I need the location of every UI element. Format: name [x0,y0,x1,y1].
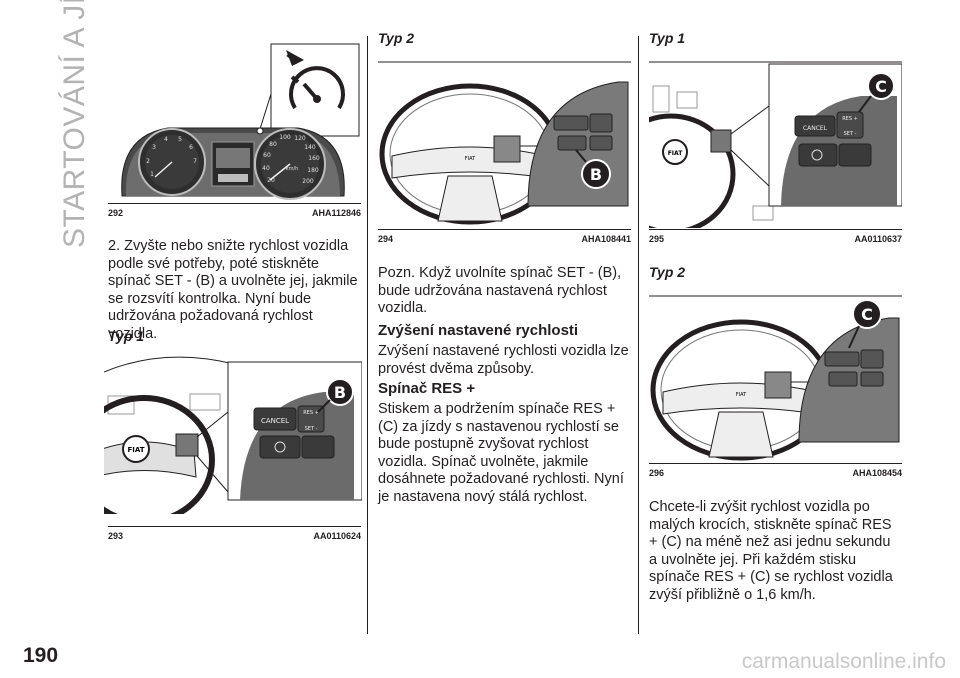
svg-text:B: B [590,165,602,184]
svg-text:B: B [334,383,346,402]
svg-text:2: 2 [146,158,150,165]
svg-text:160: 160 [308,155,320,162]
page-number: 190 [23,644,59,667]
svg-text:C: C [875,77,887,96]
svg-text:120: 120 [294,135,306,142]
svg-text:CANCEL: CANCEL [803,125,828,132]
column-rule-1 [367,36,368,634]
svg-text:SET -: SET - [305,426,318,432]
column-rule-2 [638,36,639,634]
figure-293-caption-rule [108,526,361,527]
svg-text:km/h: km/h [286,166,299,172]
figure-292-caption-rule [108,203,361,204]
figure-293-steering-switch: FIAT CANCEL RES + SET - B [104,352,362,514]
svg-text:40: 40 [262,165,270,172]
svg-text:5: 5 [178,136,182,143]
figure-294-caption: 294 AHA108441 [378,234,631,244]
figure-296-caption-rule [649,463,902,464]
svg-text:80: 80 [269,141,277,148]
svg-text:1: 1 [150,171,154,178]
figure-code: AHA108454 [852,468,902,478]
svg-text:CANCEL: CANCEL [261,417,289,425]
col2-intro: Zvýšení nastavené rychlosti vozidla lze … [378,343,629,377]
svg-text:6: 6 [189,144,193,151]
svg-text:SET -: SET - [844,131,857,137]
col3-type2-heading: Typ 2 [649,264,686,280]
figure-295-caption-rule [649,229,902,230]
figure-296-caption: 296 AHA108454 [649,468,902,478]
svg-text:FIAT: FIAT [127,446,144,454]
svg-text:7: 7 [193,158,197,165]
col1-type1-heading: Typ 1 [108,328,145,344]
figure-number: 294 [378,234,394,244]
figure-number: 296 [649,468,665,478]
svg-text:FIAT: FIAT [668,150,684,157]
svg-text:20: 20 [267,177,275,184]
figure-296-steering-wheel: FIAT C [649,290,902,462]
figure-294-caption-rule [378,229,631,230]
section-title: STARTOVÁNÍ A JÍZDA [58,0,91,248]
col2-heading: Zvýšení nastavené rychlosti [378,322,579,339]
figure-292-caption: 292 AHA112846 [108,208,361,218]
col2-note: Pozn. Když uvolníte spínač SET - (B), bu… [378,265,622,317]
svg-text:RES +: RES + [303,410,319,416]
col2-paragraph: Stiskem a podržením spínače RES + (C) za… [378,401,624,505]
figure-code: AA0110624 [313,531,361,541]
figure-code: AHA108441 [581,234,631,244]
col2-subheading: Spínač RES + [378,380,476,397]
figure-code: AA0110637 [854,234,902,244]
figure-number: 293 [108,531,124,541]
figure-293-caption: 293 AA0110624 [108,531,361,541]
figure-295-steering-switch: FIAT CANCEL RES + SET - C [649,56,902,228]
svg-text:140: 140 [304,144,316,151]
figure-number: 292 [108,208,124,218]
svg-text:180: 180 [307,167,319,174]
col1-paragraph: 2. Zvyšte nebo snižte rychlost vozidla p… [108,238,358,342]
svg-text:FIAT: FIAT [736,392,747,398]
col3-type1-heading: Typ 1 [649,30,686,46]
svg-text:60: 60 [263,152,271,159]
cruise-control-icon [286,50,345,110]
svg-text:100: 100 [279,134,291,141]
svg-text:4: 4 [164,136,168,143]
svg-text:RES +: RES + [842,116,858,122]
svg-text:FIAT: FIAT [465,156,476,162]
figure-code: AHA112846 [311,208,361,218]
svg-text:3: 3 [152,144,156,151]
watermark: carmanualsonline.info [741,650,946,673]
col2-type2-heading: Typ 2 [378,30,415,46]
figure-294-steering-wheel: FIAT B [378,56,631,228]
svg-text:C: C [861,305,873,324]
figure-295-caption: 295 AA0110637 [649,234,902,244]
col3-paragraph: Chcete-li zvýšit rychlost vozidla po mal… [649,499,893,603]
figure-number: 295 [649,234,665,244]
svg-text:200: 200 [302,178,314,185]
